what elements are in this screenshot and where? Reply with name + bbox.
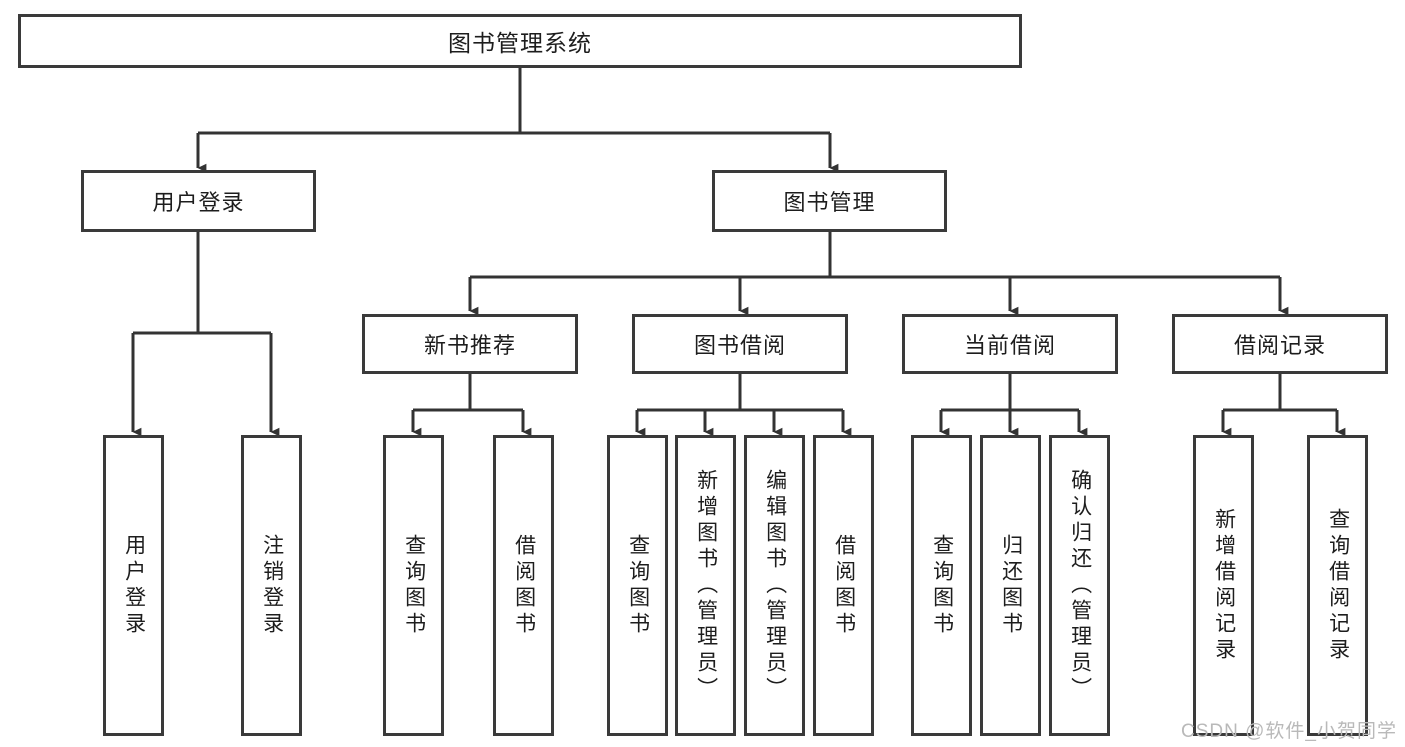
node-label: 新增借阅记录 <box>1212 507 1236 664</box>
node-label: 借阅图书 <box>512 533 536 638</box>
node-label: 注销登录 <box>260 533 284 638</box>
node-label: 编辑图书（管理员） <box>763 468 787 703</box>
leaf-new-book-query[interactable]: 查询图书 <box>383 435 444 736</box>
leaf-borrow-record-query[interactable]: 查询借阅记录 <box>1307 435 1368 736</box>
node-user-login[interactable]: 用户登录 <box>81 170 316 232</box>
node-label: 查询图书 <box>930 533 954 638</box>
node-borrow-record[interactable]: 借阅记录 <box>1172 314 1388 374</box>
node-label: 借阅图书 <box>832 533 856 638</box>
node-current-borrow[interactable]: 当前借阅 <box>902 314 1118 374</box>
leaf-book-borrow-query[interactable]: 查询图书 <box>607 435 668 736</box>
node-label: 归还图书 <box>999 533 1023 638</box>
node-label: 图书管理 <box>783 190 876 215</box>
csdn-watermark: CSDN @软件_小贺同学 <box>1181 721 1397 742</box>
node-label: 用户登录 <box>152 190 245 215</box>
leaf-user-login-logout[interactable]: 注销登录 <box>241 435 302 736</box>
node-label: 查询借阅记录 <box>1326 507 1350 664</box>
node-label: 借阅记录 <box>1233 333 1326 358</box>
leaf-current-borrow-return[interactable]: 归还图书 <box>980 435 1041 736</box>
leaf-current-borrow-query[interactable]: 查询图书 <box>911 435 972 736</box>
node-label: 新增图书（管理员） <box>694 468 718 703</box>
node-label: 查询图书 <box>402 533 426 638</box>
node-label: 查询图书 <box>626 533 650 638</box>
node-root-book-management-system[interactable]: 图书管理系统 <box>18 14 1022 68</box>
leaf-new-book-borrow[interactable]: 借阅图书 <box>493 435 554 736</box>
node-label: 确认归还（管理员） <box>1068 468 1092 703</box>
leaf-borrow-record-add[interactable]: 新增借阅记录 <box>1193 435 1254 736</box>
node-label: 新书推荐 <box>423 333 516 358</box>
leaf-book-borrow-add-admin[interactable]: 新增图书（管理员） <box>675 435 736 736</box>
leaf-book-borrow-edit-admin[interactable]: 编辑图书（管理员） <box>744 435 805 736</box>
node-book-borrow[interactable]: 图书借阅 <box>632 314 848 374</box>
node-label: 图书管理系统 <box>448 30 592 56</box>
leaf-user-login-login[interactable]: 用户登录 <box>103 435 164 736</box>
leaf-book-borrow-borrow[interactable]: 借阅图书 <box>813 435 874 736</box>
node-new-book-recommend[interactable]: 新书推荐 <box>362 314 578 374</box>
node-label: 图书借阅 <box>693 333 786 358</box>
leaf-current-borrow-confirm-return-admin[interactable]: 确认归还（管理员） <box>1049 435 1110 736</box>
node-book-management[interactable]: 图书管理 <box>712 170 947 232</box>
node-label: 用户登录 <box>122 533 146 638</box>
node-label: 当前借阅 <box>963 333 1056 358</box>
